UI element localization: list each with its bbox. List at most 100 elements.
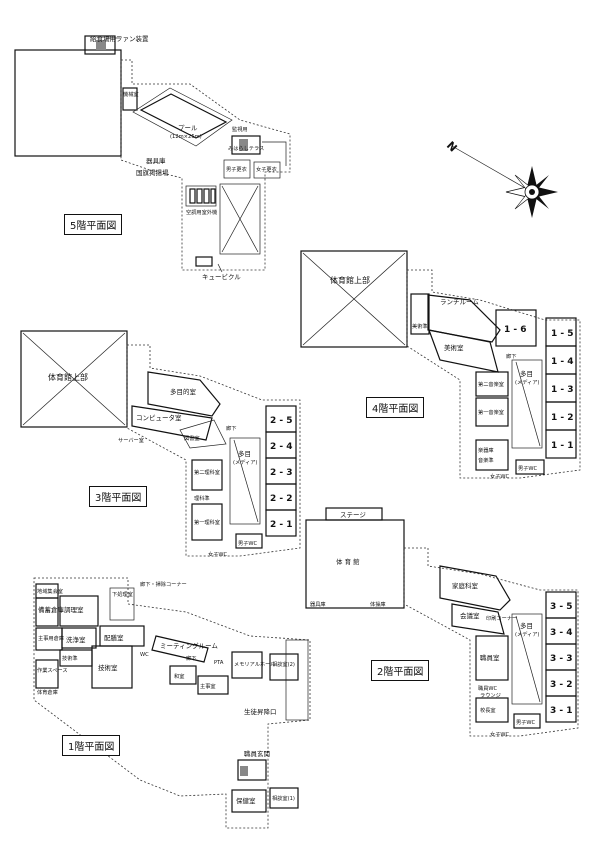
f4-class-1-2-label: 1 - 2 — [551, 413, 574, 423]
floor-5-title: 5階平面図 — [64, 214, 123, 235]
f1-wc-label: WC — [140, 652, 149, 658]
f5-terrace — [262, 141, 287, 166]
f4-music-store — [475, 439, 509, 471]
f3-library-label: 図書室 — [184, 434, 200, 442]
floor-1-title: 1階平面図 — [62, 735, 121, 756]
f5-cubicle — [195, 256, 213, 267]
f2-gym-store-label: 体操庫 — [370, 600, 386, 608]
f5-terrace-label: みはらしテラス — [228, 145, 264, 152]
f3-science-prep-label: 理科準 — [194, 494, 210, 502]
f3-class-2-5-label: 2 - 5 — [270, 416, 293, 426]
north-label: N — [444, 139, 460, 155]
f3-multipurpose-room — [147, 371, 221, 417]
f2-meeting — [451, 603, 505, 635]
f3-server-label: サーバー室 — [118, 436, 144, 444]
f1-wash-label: 洗浄室 — [66, 635, 86, 644]
f2-gym-label: 体 育 館 — [336, 557, 360, 566]
f2-class-3-1-label: 3 - 1 — [550, 706, 573, 716]
f2-staff-room — [475, 635, 509, 681]
floor-3-plan: 体育館上部 多目的室 コンピュータ室 サーバー室 図書室 2 - 5 2 - 4… — [20, 330, 301, 558]
f4-multipurpose — [511, 359, 543, 449]
f4-music-1-label: 第一音楽室 — [478, 408, 504, 416]
f4-class-1-4-label: 1 - 4 — [551, 357, 574, 367]
f1-meeting-room — [151, 635, 209, 663]
f4-class-1-1-label: 1 - 1 — [551, 441, 574, 451]
f3-computer-label: コンピュータ室 — [136, 413, 182, 422]
f3-gym-upper-label: 体育館上部 — [48, 372, 88, 382]
f3-computer-room — [131, 405, 213, 441]
f2-class-3-5-label: 3 - 5 — [550, 602, 573, 612]
f1-gym-store-label: 体育倉庫 — [37, 688, 58, 696]
f4-class-1-3-label: 1 - 3 — [551, 385, 574, 395]
f4-mens-wc-label: 男子WC — [518, 465, 538, 472]
f5-gym-roof — [14, 49, 122, 157]
f4-gym-upper-label: 体育館上部 — [330, 275, 370, 285]
f5-fan-mark — [96, 40, 106, 50]
f4-womens-wc-label: 女子WC — [490, 472, 510, 480]
f1-prep-room — [109, 587, 135, 621]
f4-media-label: (メディア) — [515, 378, 539, 386]
f2-stage — [325, 507, 383, 521]
f1-tech-label: 技術室 — [98, 663, 118, 672]
f2-class-3-4-label: 3 - 4 — [550, 628, 573, 638]
f1-community-label: 地域集会室 — [37, 587, 63, 595]
f4-music-2-label: 第二音楽室 — [478, 380, 504, 388]
f4-music-1 — [475, 397, 509, 427]
f4-class-1-6-label: 1 - 6 — [504, 325, 527, 335]
f1-kitchen — [59, 595, 99, 627]
f4-art-prep — [410, 293, 430, 335]
f5-pool-label: プール — [178, 124, 198, 132]
floor-4-plan: 体育館上部 ランチルーム 美術準 美術室 1 - 6 1 - 5 1 - 4 1… — [300, 250, 581, 480]
f1-health-label: 保健室 — [236, 796, 256, 805]
f1-stockpile-label: 備蓄倉庫 — [38, 605, 65, 614]
f1-meeting-label: ミーティングルーム — [160, 641, 218, 650]
f4-art-room — [428, 329, 499, 373]
f2-staff-wc-label: 職員WC — [478, 684, 498, 692]
f1-kitchen-label: 調理室 — [64, 605, 84, 614]
f4-class-1-6 — [495, 309, 537, 347]
floor-2-title: 2階平面図 — [371, 660, 430, 681]
floor-3-title: 3階平面図 — [89, 486, 148, 507]
f1-work-space — [35, 659, 59, 689]
floor-5-plan: 給食場用ファン装置 機械室 プール (12m×25m) 監視用 みはらしテラス … — [14, 34, 291, 281]
f4-art-label: 美術室 — [444, 343, 464, 352]
f5-flag-label: 国旗掲揚場 — [136, 168, 169, 177]
f4-music-prep-label: 音楽準 — [478, 456, 494, 464]
f3-science-2-label: 第二理科室 — [194, 468, 220, 476]
f5-equip-label: 器具庫 — [146, 156, 166, 165]
f5-watch-room — [231, 135, 261, 155]
f5-fan-unit — [84, 35, 116, 55]
f1-counsel-2 — [269, 653, 299, 681]
f2-class-3-1 — [545, 695, 577, 723]
f2-class-3-2-label: 3 - 2 — [550, 680, 573, 690]
f2-home-ec — [439, 565, 511, 611]
f4-toilets — [515, 459, 545, 475]
f5-cubicle-label: キュービクル — [202, 272, 241, 281]
f3-science-1 — [191, 503, 223, 541]
f5-pool-deck — [132, 87, 233, 147]
f3-toilets — [235, 533, 263, 549]
f3-media-label: (メディア) — [233, 458, 257, 466]
f4-class-1-5-label: 1 - 5 — [551, 329, 574, 339]
f2-stage-label: ステージ — [340, 511, 366, 519]
f3-class-2-4-label: 2 - 4 — [270, 442, 293, 452]
f2-mens-wc-label: 男子WC — [516, 719, 536, 726]
f3-tamoku-label: 多目 — [238, 449, 251, 458]
f3-womens-wc-label: 女子WC — [208, 550, 228, 558]
f1-counsel-1 — [269, 787, 299, 809]
f2-staff-label: 職員室 — [480, 653, 500, 662]
f3-science-2 — [191, 459, 223, 491]
f1-tech-prep-label: 技術準 — [62, 654, 78, 662]
f2-dashed-outline — [403, 547, 579, 737]
f3-class-2-1 — [265, 509, 297, 537]
f4-dashed-outline — [406, 269, 581, 479]
f1-dashed-outline — [33, 577, 311, 829]
f1-corridor-corner-label: 廊下・掃除コーナー — [140, 580, 187, 588]
f2-meeting-label: 会議室 — [460, 611, 480, 620]
f1-custodian-label: 主事室 — [200, 682, 216, 690]
f3-class-2-3-label: 2 - 3 — [270, 468, 293, 478]
f3-mens-wc-label: 男子WC — [238, 540, 258, 547]
f5-mens-locker-label: 男子更衣 — [226, 165, 247, 173]
f1-prep-label: 下処理室 — [112, 590, 133, 598]
f4-music-2 — [475, 371, 509, 397]
